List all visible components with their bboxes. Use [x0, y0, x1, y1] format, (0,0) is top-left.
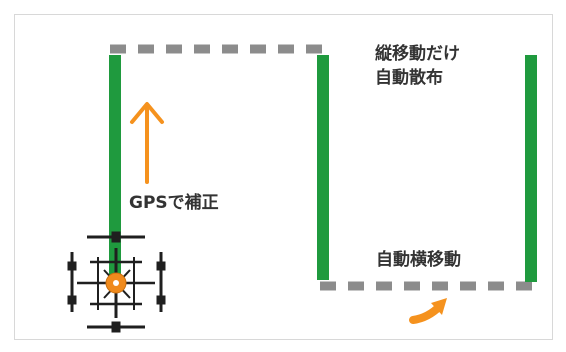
arrow-up-icon — [130, 102, 164, 184]
spray-line-2 — [317, 55, 329, 280]
spray-line-1 — [109, 55, 121, 280]
vertical-move-label-line1: 縦移動だけ — [375, 44, 460, 64]
vertical-move-label: 縦移動だけ 自動散布 — [375, 42, 460, 90]
lateral-move-label: 自動横移動 — [376, 250, 461, 270]
gps-correction-label: GPSで補正 — [129, 193, 219, 213]
drone-icon — [67, 231, 166, 333]
vertical-move-label-line2: 自動散布 — [375, 68, 443, 88]
spray-line-3 — [525, 55, 537, 282]
curved-arrow-icon — [409, 298, 447, 324]
